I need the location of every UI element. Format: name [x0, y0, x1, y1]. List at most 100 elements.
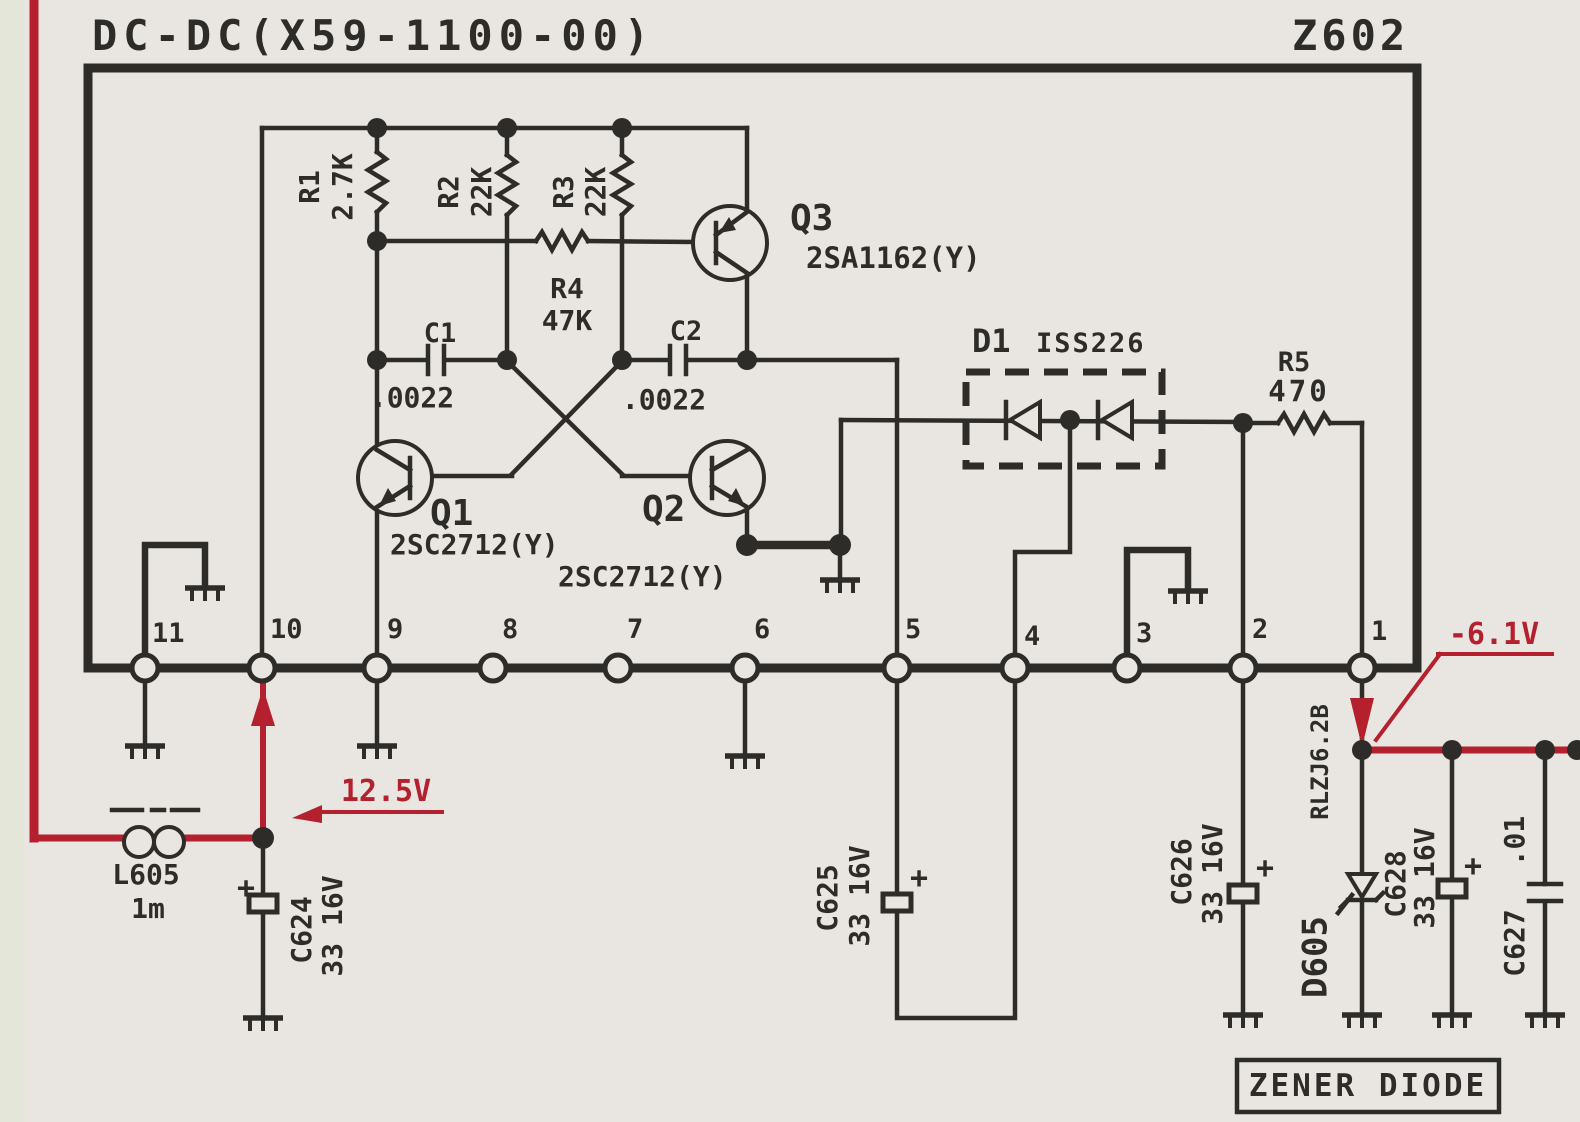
r4-label: R4 — [550, 272, 584, 305]
c628-plus: + — [1464, 849, 1482, 884]
q1-part: 2SC2712(Y) — [390, 528, 559, 561]
module-id: Z602 — [1292, 11, 1409, 60]
page-edge — [0, 0, 24, 1122]
capacitor-c628 — [1438, 880, 1466, 897]
resistor-r5 — [1274, 409, 1334, 437]
c624-value: 33 16V — [316, 875, 349, 976]
c2-value: .0022 — [622, 383, 706, 416]
pin-label-5: 5 — [905, 614, 921, 645]
c624-plus: + — [237, 871, 255, 906]
transistor-q1 — [356, 439, 434, 517]
c625-plus: + — [910, 861, 928, 896]
c624-label: C624 — [285, 896, 318, 963]
c627-value: .01 — [1498, 816, 1531, 867]
c625-label: C625 — [811, 864, 844, 931]
c626-label: C626 — [1165, 838, 1198, 905]
emitter-arrow-icon — [719, 217, 736, 233]
ground-icon — [725, 756, 765, 769]
d605-label: D605 — [1296, 916, 1336, 998]
q1-label: Q1 — [430, 493, 473, 534]
emitter-arrow-icon — [728, 488, 745, 506]
resistor-r2 — [493, 151, 521, 219]
arrow-up-icon — [251, 688, 275, 726]
capacitor-c627 — [1526, 881, 1564, 904]
r3-label: R3 — [547, 175, 580, 209]
d1-label: D1 — [972, 322, 1011, 360]
c1-value: .0022 — [370, 381, 454, 414]
diode-icon — [1006, 398, 1042, 442]
pin-label-4: 4 — [1024, 621, 1040, 652]
voltage-input: 12.5V — [341, 774, 431, 809]
arrow-down-icon — [1350, 698, 1374, 747]
voltage-callout-12v — [292, 805, 444, 823]
r5-value: 470 — [1268, 374, 1329, 408]
ground-icon — [1223, 1015, 1263, 1028]
r1-value: 2.7K — [326, 153, 359, 221]
r3-value: 22K — [579, 167, 612, 218]
ground-icon — [1342, 1015, 1382, 1028]
ground-icon — [1432, 1015, 1472, 1028]
c1-label: C1 — [424, 318, 457, 349]
capacitor-c626 — [1229, 885, 1257, 902]
red-output-bus — [1350, 698, 1580, 760]
arrow-left-icon — [292, 805, 322, 823]
external-wiring — [142, 678, 1548, 1021]
pin3-ground-bracket — [1123, 546, 1192, 659]
ground-icon — [820, 580, 860, 593]
pin-label-6: 6 — [754, 614, 770, 645]
pin-label-8: 8 — [502, 614, 518, 645]
r5-label: R5 — [1278, 347, 1311, 378]
ground-icon — [185, 588, 225, 601]
c2-label: C2 — [670, 316, 703, 347]
pin-label-7: 7 — [627, 614, 643, 645]
q2-part: 2SC2712(Y) — [558, 560, 727, 593]
schematic-title: DC-DC(X59-1100-00) — [92, 11, 655, 60]
ground-icon — [125, 746, 165, 759]
emitter-arrow-icon — [379, 488, 396, 506]
transistor-q2 — [688, 439, 766, 517]
r1-label: R1 — [293, 170, 326, 204]
pin-label-10: 10 — [270, 614, 303, 645]
ground-icon — [357, 746, 397, 759]
c625-value: 33 16V — [843, 845, 876, 946]
c628-label: C628 — [1379, 850, 1412, 917]
ground-icon — [1168, 591, 1208, 604]
l605-label: L605 — [112, 858, 179, 891]
diode-d1 — [962, 368, 1166, 470]
red-supply-path — [29, 0, 275, 843]
resistor-r4 — [532, 227, 592, 255]
c627-label: C627 — [1498, 909, 1531, 976]
pin-label-1: 1 — [1371, 616, 1387, 647]
pin-label-3: 3 — [1136, 618, 1152, 649]
r2-value: 22K — [465, 167, 498, 218]
q2-label: Q2 — [642, 489, 685, 530]
transistor-q3 — [691, 125, 769, 363]
zener-d605 — [1334, 872, 1387, 917]
zener-note-label: ZENER DIODE — [1249, 1068, 1487, 1104]
pin-label-9: 9 — [387, 614, 403, 645]
d605-part: RLZJ6.2B — [1306, 704, 1334, 820]
zener-note: ZENER DIODE — [1234, 1057, 1502, 1115]
d1-part: ISS226 — [1036, 328, 1146, 359]
resistor-r3 — [608, 151, 636, 219]
c628-value: 33 16V — [1408, 827, 1441, 928]
l605-value: 1m — [131, 892, 165, 925]
r2-label: R2 — [432, 175, 465, 209]
capacitor-c625 — [883, 894, 911, 911]
module-pins — [129, 652, 1378, 684]
resistor-r1 — [363, 148, 391, 216]
junction-dots — [252, 118, 1253, 849]
r4-value: 47K — [542, 304, 593, 337]
diode-icon — [1098, 398, 1134, 442]
ground-icon — [243, 1018, 283, 1031]
pin11-ground-bracket — [141, 541, 209, 659]
pin-label-2: 2 — [1252, 614, 1268, 645]
q3-label: Q3 — [790, 198, 833, 239]
ground-icon — [1525, 1015, 1565, 1028]
q3-part: 2SA1162(Y) — [806, 241, 981, 275]
pin-label-11: 11 — [152, 618, 185, 649]
c626-value: 33 16V — [1196, 823, 1229, 924]
